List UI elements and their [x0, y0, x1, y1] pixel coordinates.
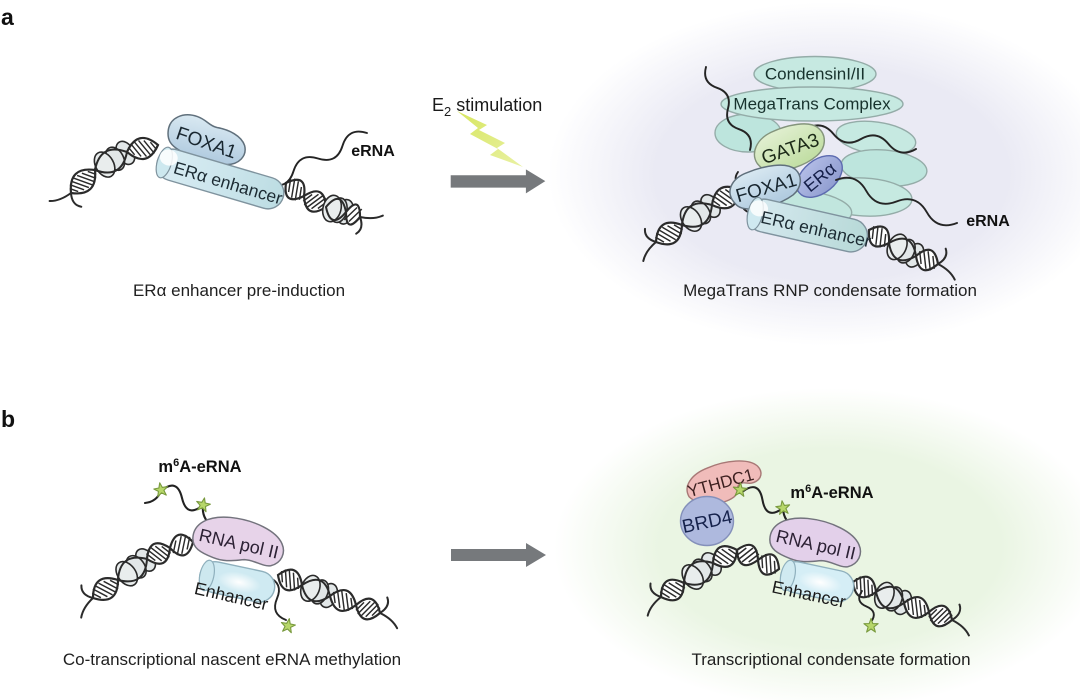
svg-text:CondensinI/II: CondensinI/II	[765, 64, 865, 83]
svg-text:eRNA: eRNA	[966, 213, 1010, 230]
svg-text:MegaTrans RNP condensate forma: MegaTrans RNP condensate formation	[683, 281, 977, 300]
svg-text:ERα enhancer pre-induction: ERα enhancer pre-induction	[133, 281, 345, 300]
svg-text:eRNA: eRNA	[351, 143, 395, 160]
svg-text:m6A-eRNA: m6A-eRNA	[790, 483, 873, 502]
svg-text:Co-transcriptional nascent eRN: Co-transcriptional nascent eRNA methylat…	[63, 650, 401, 669]
svg-text:b: b	[1, 406, 15, 432]
svg-text:MegaTrans Complex: MegaTrans Complex	[733, 94, 891, 113]
svg-text:m6A-eRNA: m6A-eRNA	[158, 457, 241, 476]
svg-text:a: a	[1, 4, 14, 30]
svg-text:Transcriptional condensate for: Transcriptional condensate formation	[691, 650, 970, 669]
